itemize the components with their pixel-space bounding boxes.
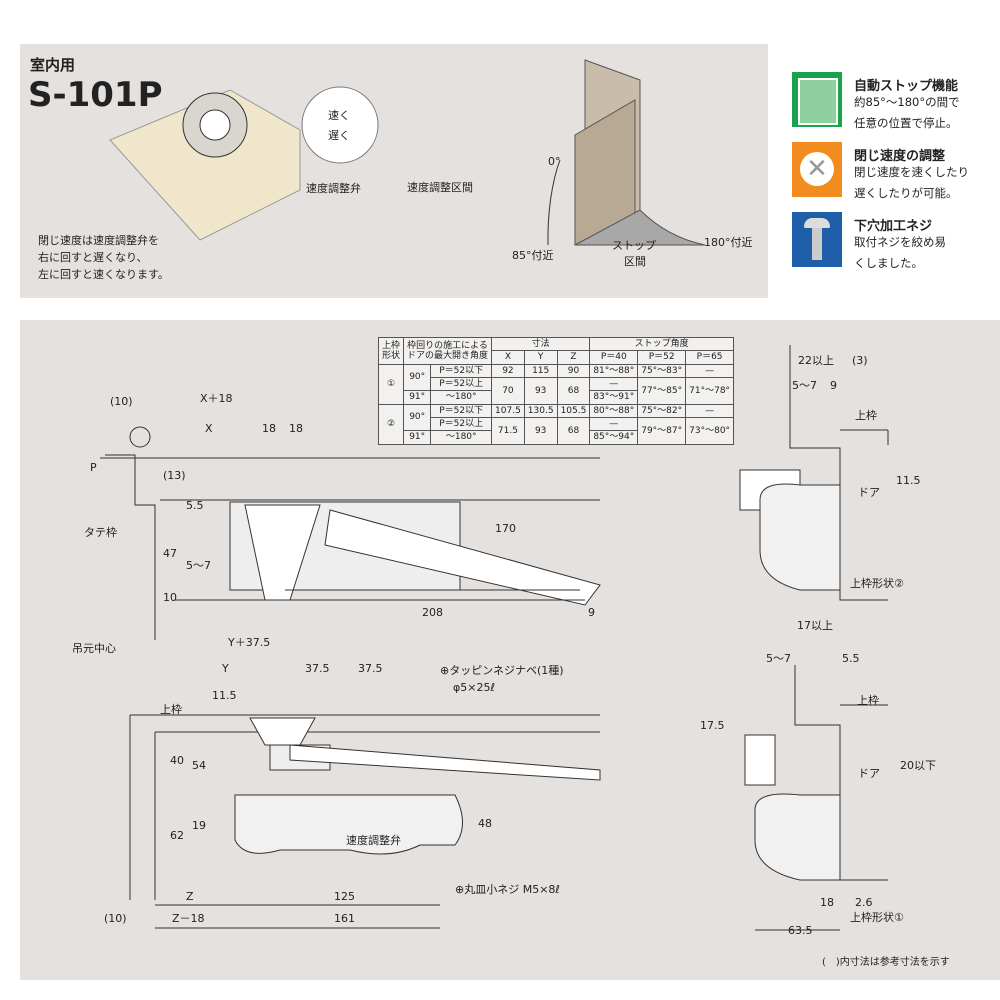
knob-slow-label: 遅く — [328, 129, 350, 142]
pivot-center-label: 吊元中心 — [72, 642, 116, 655]
dim-label: Z — [186, 890, 194, 903]
dim-label: 37.5 — [305, 662, 330, 675]
dim-label: 19 — [192, 819, 206, 832]
screw-spec-label: φ5×25ℓ — [453, 681, 496, 694]
dim-label: 9 — [830, 379, 837, 392]
category-label: 室内用 — [30, 56, 76, 74]
knob-fast-label: 速く — [328, 109, 350, 122]
screw-icon — [792, 212, 842, 267]
note-line: 右に回すと遅くなり、 — [38, 251, 148, 264]
dim-label: 11.5 — [896, 474, 921, 487]
dim-label: 47 — [163, 547, 177, 560]
dim-label: 5～7 — [186, 559, 211, 572]
frame-shape-label: 上枠形状① — [850, 911, 904, 924]
dim-label: (10) — [104, 912, 127, 925]
frame-label: タテ枠 — [84, 526, 117, 539]
dim-label: 62 — [170, 829, 184, 842]
dim-label: 40 — [170, 754, 184, 767]
frame-label: 上枠 — [857, 694, 879, 707]
model-title: S-101P — [28, 75, 163, 115]
dim-label: 125 — [334, 890, 355, 903]
stop-zone-label: 区間 — [624, 255, 646, 268]
dim-label: Z－18 — [172, 912, 205, 925]
dim-label: 9 — [588, 606, 595, 619]
footnote: ( )内寸法は参考寸法を示す — [822, 957, 950, 968]
angle-zero: 0° — [548, 155, 561, 168]
dim-label: 161 — [334, 912, 355, 925]
frame-shape-label: 上枠形状② — [850, 577, 904, 590]
angle-180: 180°付近 — [704, 236, 753, 249]
door-auto-stop-icon — [792, 72, 842, 127]
stop-zone-label: ストップ — [612, 239, 656, 252]
door-label: ドア — [858, 767, 880, 780]
dim-label: 22以上 — [798, 354, 834, 367]
screw-spec-label: ⊕丸皿小ネジ M5×8ℓ — [455, 883, 560, 896]
frame-label: 上枠 — [855, 409, 877, 422]
table-row: 91°～180°85°～94° — [379, 430, 734, 445]
speed-knob-illustration — [301, 86, 379, 164]
dim-label: 5～7 — [766, 652, 791, 665]
speed-zone-label: 速度調整区間 — [407, 181, 473, 194]
dim-label: (10) — [110, 395, 133, 408]
table-row: 91°～180°83°～91° — [379, 390, 734, 405]
dim-label: 54 — [192, 759, 206, 772]
dim-label: P — [90, 461, 97, 474]
note-line: 左に回すと速くなります。 — [38, 268, 169, 281]
dim-label: 5.5 — [186, 499, 204, 512]
speed-adjust-icon: ✕ — [792, 142, 842, 197]
dim-label: 5.5 — [842, 652, 860, 665]
stop-zone-area — [574, 209, 706, 246]
dim-label: 10 — [163, 591, 177, 604]
door-label: ドア — [858, 486, 880, 499]
dim-label: 37.5 — [358, 662, 383, 675]
dim-label: (3) — [852, 354, 868, 367]
dim-label: (13) — [163, 469, 186, 482]
valve-label: 速度調整弁 — [306, 182, 361, 195]
dim-label: Y — [222, 662, 229, 675]
dim-label: X＋18 — [200, 392, 233, 405]
dim-label: 18 — [262, 422, 276, 435]
frame-label: 上枠 — [160, 703, 182, 716]
note-line: 閉じ速度は速度調整弁を — [38, 234, 159, 247]
dim-label: 2.6 — [855, 896, 873, 909]
dim-label: 18 — [820, 896, 834, 909]
dim-label: X — [205, 422, 213, 435]
dim-label: 63.5 — [788, 924, 813, 937]
dim-label: Y＋37.5 — [228, 636, 271, 649]
dim-label: 11.5 — [212, 689, 237, 702]
screw-spec-label: ⊕タッピンネジナベ(1種) — [440, 664, 564, 677]
dim-label: 18 — [289, 422, 303, 435]
dim-label: 17以上 — [797, 619, 833, 632]
dim-label: 20以下 — [900, 759, 936, 772]
closer-body-top — [234, 794, 463, 855]
dim-label: 48 — [478, 817, 492, 830]
dim-label: 170 — [495, 522, 516, 535]
dim-label: 17.5 — [700, 719, 725, 732]
valve-label-plan: 速度調整弁 — [346, 834, 401, 847]
angle-85: 85°付近 — [512, 249, 554, 262]
dim-label: 5～7 — [792, 379, 817, 392]
dim-label: 208 — [422, 606, 443, 619]
